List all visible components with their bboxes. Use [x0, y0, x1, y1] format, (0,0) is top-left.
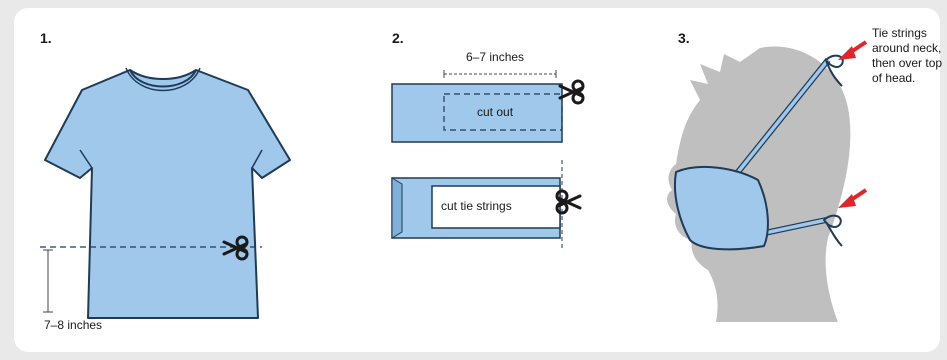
cut-out-label: cut out — [477, 105, 514, 119]
tshirt-illustration — [40, 67, 291, 319]
face-mask — [674, 166, 769, 251]
tshirt-body — [44, 69, 291, 319]
step-1-number: 1. — [40, 30, 52, 46]
tie-strings-label: cut tie strings — [441, 199, 512, 213]
step-3-number: 3. — [678, 30, 690, 46]
step-3-note: Tie strings around neck, then over top o… — [872, 26, 943, 85]
step-2-measure-label: 6–7 inches — [466, 50, 525, 64]
step-2-number: 2. — [392, 30, 404, 46]
tshirt-collar — [129, 69, 197, 88]
head-mask-illustration — [667, 40, 868, 322]
scissors-icon — [558, 79, 585, 105]
arrow-icon — [838, 188, 868, 208]
cut-out-region — [443, 93, 563, 131]
fabric-strips-illustration — [391, 70, 585, 250]
tie-strings-cutout — [431, 185, 561, 229]
arrow-icon — [838, 40, 868, 60]
step-1-measure-label: 7–8 inches — [44, 318, 103, 332]
